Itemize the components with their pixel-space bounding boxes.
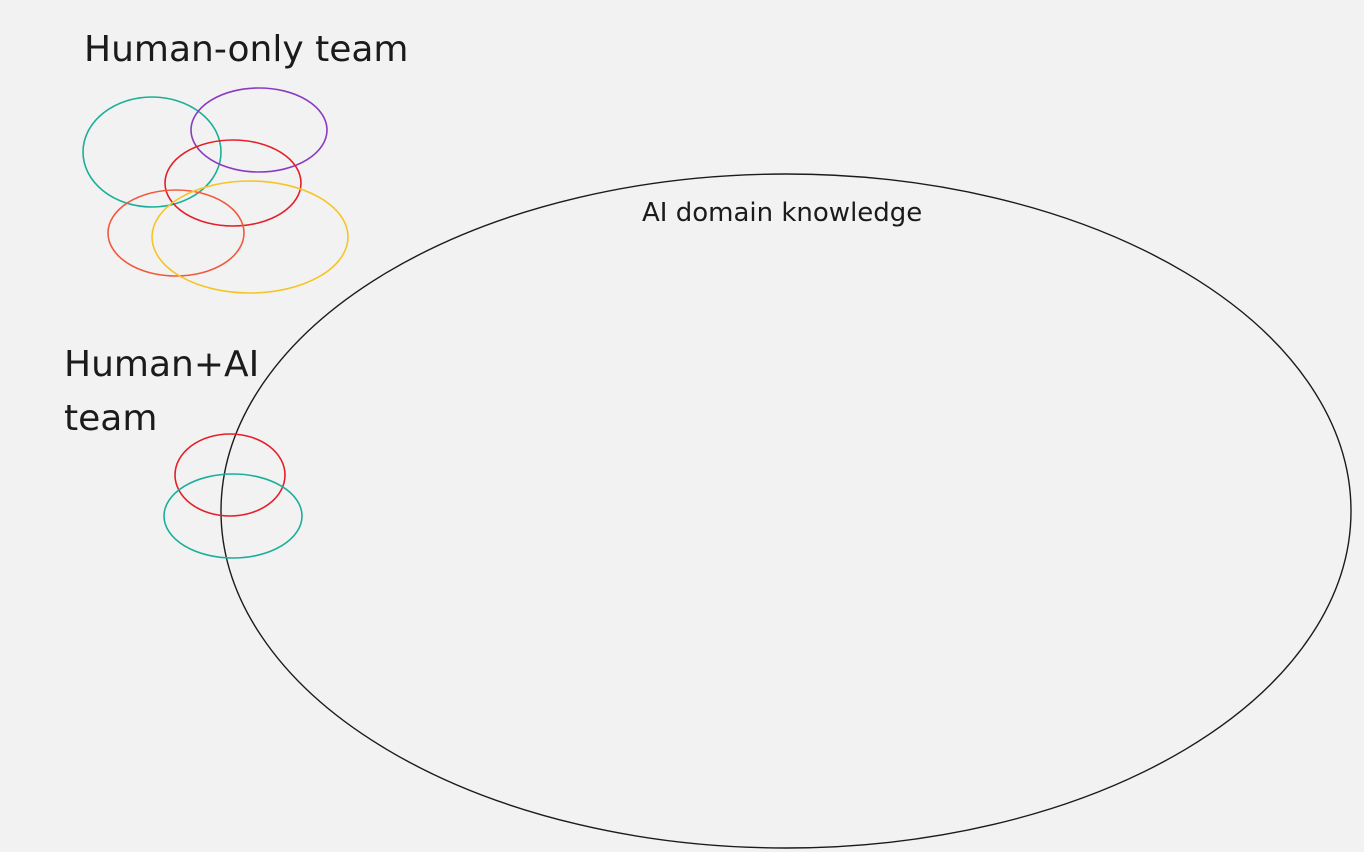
human-only-member-red: [164, 139, 302, 227]
human-only-member-teal: [82, 96, 222, 208]
human-ai-member-teal: [163, 473, 303, 559]
ai-domain-knowledge-ellipse: [220, 173, 1352, 849]
human-only-member-yellow: [151, 180, 349, 294]
human-only-member-purple: [190, 87, 328, 173]
human-ai-member-red: [174, 433, 286, 517]
human-only-team-title: Human-only team: [84, 29, 409, 70]
human-only-member-orange: [107, 189, 245, 277]
ai-domain-knowledge-label: AI domain knowledge: [642, 198, 923, 228]
human-ai-team-title: Human+AI team: [64, 344, 260, 439]
